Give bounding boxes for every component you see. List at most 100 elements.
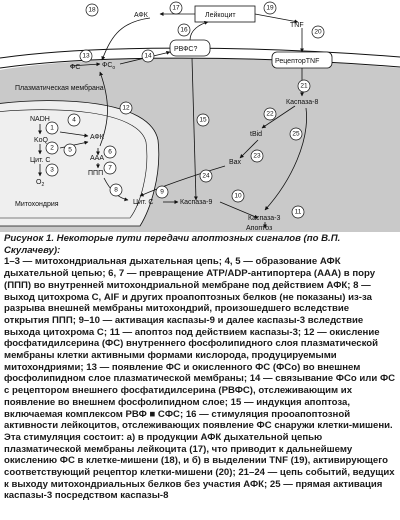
plasma-membrane-label: Плазматическая мембрана xyxy=(15,84,104,92)
step-marker-20: 20 xyxy=(311,25,325,39)
arrow-16 xyxy=(189,20,209,41)
step-marker-number: 3 xyxy=(50,167,54,174)
step-marker-circle xyxy=(297,79,311,93)
cyt-c-out-label: Цит. С xyxy=(133,199,153,206)
step-marker-circle xyxy=(85,3,99,17)
step-marker-number: 10 xyxy=(234,193,242,200)
step-marker-2: 2 xyxy=(45,141,59,155)
step-marker-number: 12 xyxy=(122,105,130,112)
mitochondrion-inner-membrane xyxy=(0,109,148,219)
step-marker-number: 11 xyxy=(295,209,302,216)
step-marker-number: 18 xyxy=(88,7,96,14)
leukocyte-label: Лейкоцит xyxy=(205,11,236,19)
step-marker-number: 24 xyxy=(202,173,210,180)
mitochondria-label: Митохондрия xyxy=(15,201,59,208)
nadh-label: NADH xyxy=(30,116,50,123)
step-marker-circle xyxy=(45,163,59,177)
step-marker-24: 24 xyxy=(199,169,213,183)
step-marker-number: 5 xyxy=(68,147,72,154)
tnf-label: TNF xyxy=(290,22,304,29)
step-marker-circle xyxy=(155,185,169,199)
step-marker-number: 14 xyxy=(144,53,152,60)
step-marker-number: 17 xyxy=(172,5,180,12)
step-marker-16: 16 xyxy=(177,23,191,37)
step-marker-circle xyxy=(63,143,77,157)
step-marker-number: 4 xyxy=(72,117,76,124)
apoptosis-label: Апоптоз xyxy=(246,225,272,232)
tbid-label: tBid xyxy=(250,131,262,138)
receptor-tnf-label: РецепторTNF xyxy=(275,58,319,65)
fs-oxidized-label: ФСо xyxy=(102,62,115,71)
step-marker-circle xyxy=(177,23,191,37)
step-marker-1: 1 xyxy=(45,121,59,135)
step-marker-circle xyxy=(263,1,277,15)
o2-label: O2 xyxy=(36,179,44,188)
arrow-22 xyxy=(261,105,296,129)
step-marker-circle xyxy=(119,101,133,115)
step-marker-19: 19 xyxy=(263,1,277,15)
step-marker-12: 12 xyxy=(119,101,133,115)
step-marker-10: 10 xyxy=(231,189,245,203)
step-marker-circle xyxy=(289,127,303,141)
step-marker-number: 19 xyxy=(266,5,274,12)
arrow-25 xyxy=(264,107,307,211)
afk-top-label: АФК xyxy=(134,12,149,19)
step-marker-3: 3 xyxy=(45,163,59,177)
step-marker-circle xyxy=(67,113,81,127)
step-marker-number: 9 xyxy=(160,189,164,196)
step-marker-15: 15 xyxy=(196,113,210,127)
step-marker-circle xyxy=(196,113,210,127)
step-marker-21: 21 xyxy=(297,79,311,93)
step-marker-number: 20 xyxy=(314,29,322,36)
step-marker-number: 7 xyxy=(108,165,112,172)
step-marker-number: 15 xyxy=(199,117,207,124)
step-marker-number: 8 xyxy=(114,187,118,194)
rvfs-label: РВФС? xyxy=(174,46,197,53)
arrow-15 xyxy=(191,57,198,201)
caption-title: Рисунок 1. Некоторые пути передачи апопт… xyxy=(4,233,341,256)
step-marker-14: 14 xyxy=(141,49,155,63)
arrow-12 xyxy=(99,71,108,147)
aaa-label: ААА xyxy=(90,155,104,162)
apoptosis-pathways-diagram: АФК Лейкоцит TNF ФС ФСо РВФС? РецепторTN… xyxy=(0,0,400,232)
arrow-19 xyxy=(254,13,299,24)
koq-label: KoQ xyxy=(34,137,49,144)
step-marker-25: 25 xyxy=(289,127,303,141)
arrow-10 xyxy=(219,201,259,219)
step-marker-18: 18 xyxy=(85,3,99,17)
step-marker-circle xyxy=(263,107,277,121)
plasma-membrane-inner-line xyxy=(0,57,400,69)
cyt-c-mito-label: Цит. С xyxy=(30,157,50,164)
step-marker-4: 4 xyxy=(67,113,81,127)
step-marker-7: 7 xyxy=(103,161,117,175)
step-marker-11: 11 xyxy=(291,205,305,219)
step-marker-number: 25 xyxy=(292,131,300,138)
caspase8-label: Каспаза-8 xyxy=(286,99,319,106)
figure-caption: Рисунок 1. Некоторые пути передачи апопт… xyxy=(4,233,396,518)
step-marker-circle xyxy=(250,149,264,163)
step-marker-23: 23 xyxy=(250,149,264,163)
ppp-label: ППП xyxy=(88,170,103,177)
step-marker-9: 9 xyxy=(155,185,169,199)
arrow-4 xyxy=(59,131,89,138)
fs-label: ФС xyxy=(70,64,80,71)
step-marker-number: 23 xyxy=(253,153,261,160)
pathway-arrows xyxy=(38,12,307,229)
afk-mito-label: АФК xyxy=(90,134,105,141)
step-marker-circle xyxy=(291,205,305,219)
step-marker-circle xyxy=(199,169,213,183)
step-marker-circle xyxy=(169,1,183,15)
step-marker-22: 22 xyxy=(263,107,277,121)
step-marker-circle xyxy=(109,183,123,197)
step-marker-number: 22 xyxy=(266,111,274,118)
caspase9-label: Каспаза-9 xyxy=(180,199,213,206)
step-marker-13: 13 xyxy=(79,49,93,63)
step-marker-5: 5 xyxy=(63,143,77,157)
step-marker-number: 2 xyxy=(50,145,54,152)
step-marker-circle xyxy=(311,25,325,39)
step-marker-circle xyxy=(79,49,93,63)
step-marker-number: 21 xyxy=(300,83,308,90)
arrow-13 xyxy=(69,62,101,67)
arrow-24 xyxy=(139,165,226,197)
